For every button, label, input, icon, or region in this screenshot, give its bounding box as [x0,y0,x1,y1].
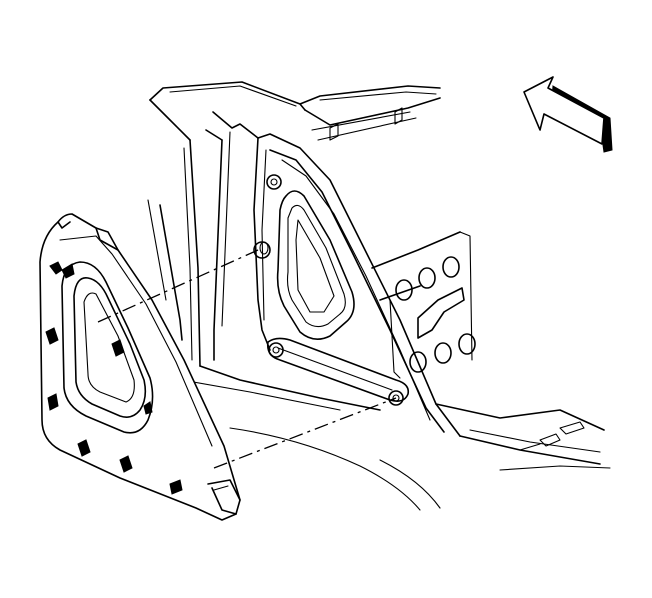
alignment-guides [97,249,397,469]
vehicle-body-structure [147,81,611,511]
panel-clip-icon [45,261,183,495]
trim-panel [39,213,241,521]
forward-direction-arrow-icon [523,76,613,153]
